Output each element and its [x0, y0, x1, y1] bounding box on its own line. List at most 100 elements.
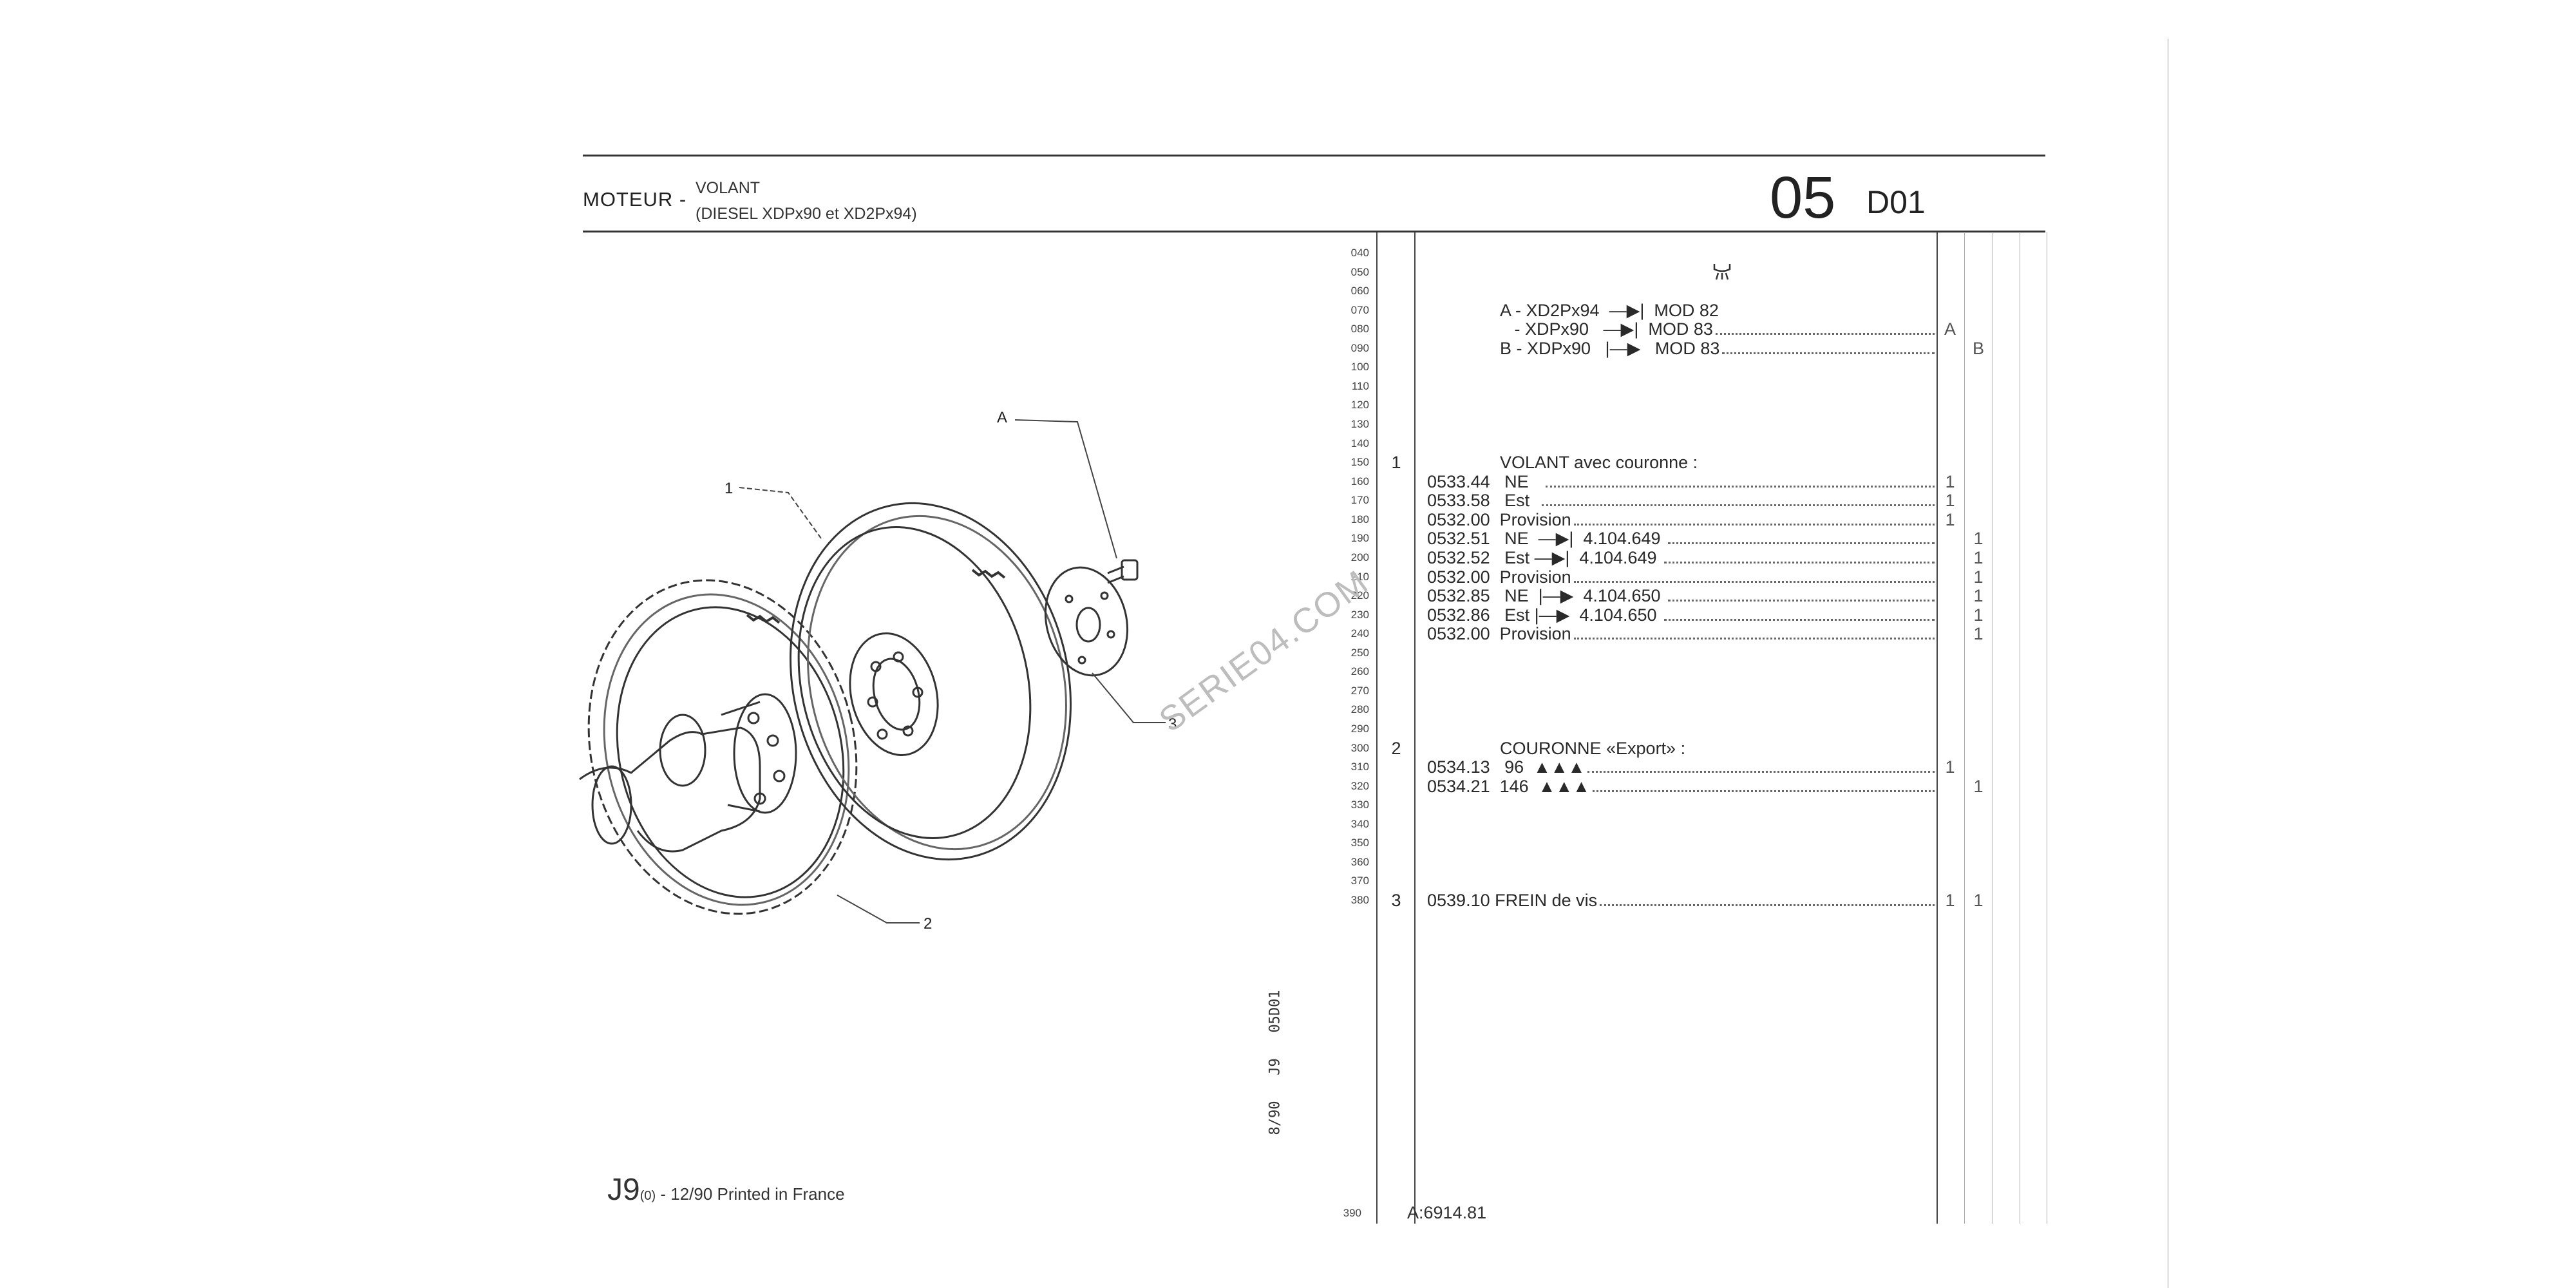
line-number: 170	[1350, 494, 1369, 507]
table-row: 360	[0, 853, 2576, 872]
line-number: 110	[1351, 379, 1369, 392]
table-row: 260	[0, 662, 2576, 681]
part-description: 0532.52 Est —▶| 4.104.649	[1427, 548, 1937, 568]
table-row: 280	[0, 700, 2576, 719]
table-row: 270	[0, 681, 2576, 701]
dot-leader	[1546, 485, 1935, 488]
description-text: 146 ▲▲▲	[1490, 776, 1590, 796]
qty-column-a: 1	[1945, 471, 1955, 491]
qty-column-b: 1	[1973, 547, 1984, 567]
ring-gear-drawing	[587, 579, 858, 915]
part-description: 0532.86 Est |—▶ 4.104.650	[1427, 605, 1937, 625]
dot-leader	[1715, 332, 1935, 336]
part-reference: 0533.44	[1427, 471, 1490, 491]
table-row: 050	[0, 263, 2576, 282]
leader-a	[1014, 419, 1117, 559]
callout-a: A	[997, 409, 1007, 426]
dot-leader	[1573, 523, 1935, 526]
header-top-rule	[583, 155, 2045, 156]
description-text: NE —▶| 4.104.649	[1490, 529, 1666, 549]
footer: J9(0) - 12/90 Printed in France	[607, 1172, 845, 1208]
part-description: 0532.00 Provision	[1427, 567, 1937, 587]
table-row: 120	[0, 395, 2576, 415]
qty-column-b: 1	[1973, 624, 1984, 644]
line-number: 140	[1350, 437, 1369, 450]
part-reference: 0532.51	[1427, 529, 1490, 549]
part-reference: 0533.58	[1427, 491, 1490, 511]
header-bottom-rule	[583, 231, 2045, 232]
description-text: Est —▶| 4.104.649	[1490, 547, 1662, 567]
description-text: NE	[1490, 471, 1544, 491]
dot-leader	[1573, 637, 1935, 640]
line-number: 330	[1350, 799, 1369, 811]
line-number: 340	[1350, 817, 1369, 830]
part-reference: 0532.86	[1427, 605, 1490, 625]
page-subtitle: (DIESEL XDPx90 et XD2Px94)	[696, 205, 917, 223]
table-row: 100	[0, 357, 2576, 377]
crankshaft-drawing	[579, 693, 797, 853]
line-number: 130	[1350, 418, 1369, 431]
line-number: 220	[1350, 589, 1369, 602]
dot-leader	[1668, 542, 1935, 545]
dot-leader	[1600, 904, 1935, 907]
line-number: 360	[1350, 855, 1369, 868]
diesel-injector-icon	[1712, 263, 1732, 286]
qty-column-b: 1	[1973, 567, 1984, 587]
callout-2: 2	[923, 915, 932, 933]
qty-column-b: 1	[1973, 891, 1984, 911]
part-reference: 0534.21	[1427, 776, 1490, 796]
part-description: 0534.13 96 ▲▲▲	[1427, 757, 1937, 777]
description-text: B - XDPx90 |—▶ MOD 83	[1500, 338, 1720, 358]
dot-leader	[1592, 790, 1935, 792]
part-description: 0533.58 Est	[1427, 491, 1937, 511]
qty-column-a: 1	[1945, 509, 1955, 529]
part-description: VOLANT avec couronne :	[1500, 453, 1937, 472]
dot-leader	[1668, 599, 1935, 602]
description-text: Est |—▶ 4.104.650	[1490, 605, 1662, 625]
line-number: 370	[1350, 875, 1369, 887]
table-row: 370	[0, 871, 2576, 891]
qty-b-divider	[1964, 232, 1965, 1224]
part-description: 0539.10 FREIN de vis	[1427, 891, 1937, 911]
table-row: 060	[0, 281, 2576, 301]
part-description: 0534.21 146 ▲▲▲	[1427, 777, 1937, 797]
description-text: Provision	[1490, 567, 1571, 587]
table-row: 330	[0, 795, 2576, 815]
qty-column-b: 1	[1973, 776, 1984, 796]
description-text: FREIN de vis	[1490, 891, 1598, 911]
dot-leader	[1542, 504, 1935, 507]
line-number: 120	[1350, 399, 1369, 412]
leader-2	[837, 895, 920, 923]
page-code: D01	[1866, 184, 1926, 220]
part-reference: 0532.52	[1427, 547, 1490, 567]
flywheel-drawing	[790, 502, 1072, 861]
line-number: 260	[1350, 665, 1369, 678]
line-number: 180	[1350, 513, 1369, 526]
leader-3	[1092, 672, 1166, 723]
item-number: 2	[1391, 738, 1401, 758]
line-number: 090	[1350, 341, 1369, 354]
part-description: A - XD2Px94 —▶| MOD 82	[1500, 301, 1937, 320]
dot-leader	[1664, 618, 1935, 621]
footer-code: J9	[607, 1173, 640, 1207]
line-number: 380	[1350, 894, 1369, 907]
line-number: 150	[1350, 456, 1369, 469]
line-number: 040	[1350, 247, 1369, 259]
qty-column-b: 1	[1973, 529, 1984, 549]
leader-1	[739, 487, 822, 539]
table-row: 140	[0, 434, 2576, 453]
dot-leader	[1722, 352, 1935, 354]
footer-text: - 12/90 Printed in France	[656, 1184, 845, 1204]
line-number: 230	[1350, 608, 1369, 621]
qty-column-b: 1	[1973, 586, 1984, 606]
